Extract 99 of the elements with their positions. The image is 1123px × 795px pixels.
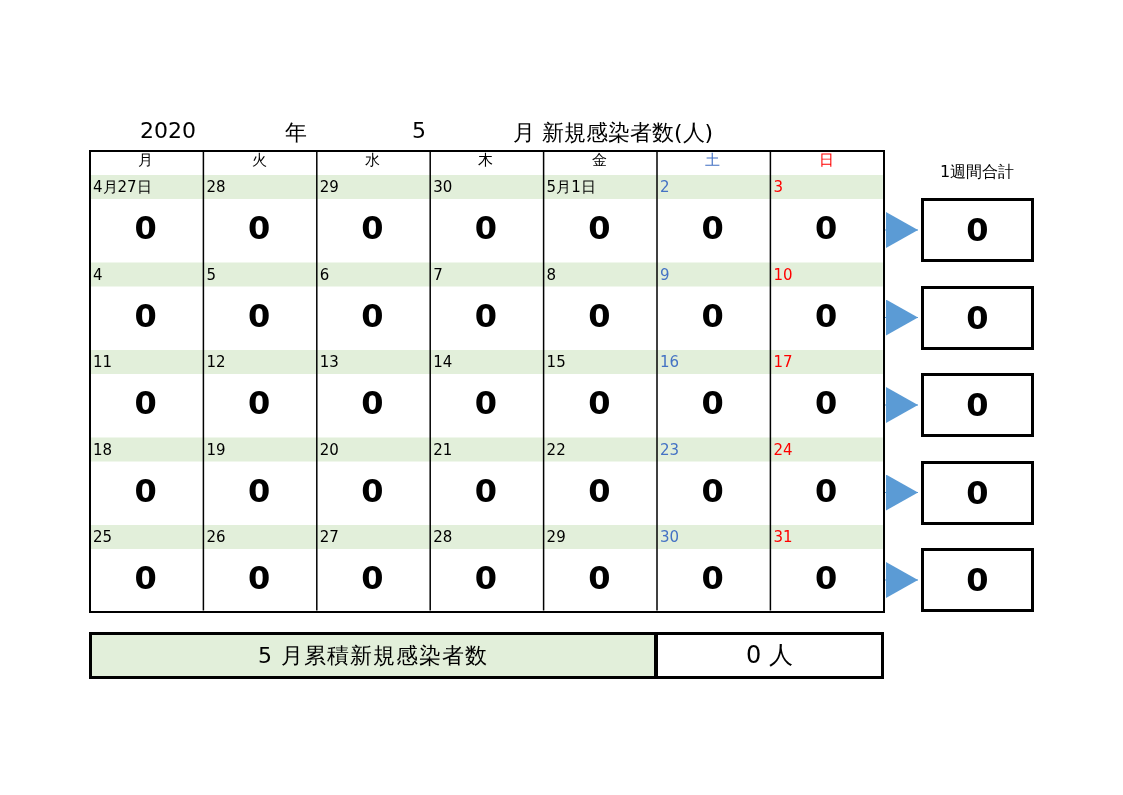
title-text: 年 — [285, 119, 307, 147]
count-value: 0 — [360, 559, 385, 597]
arrow — [883, 474, 919, 511]
count-value: 0 — [473, 471, 498, 510]
count-value: 0 — [587, 209, 612, 247]
count-value: 0 — [246, 296, 272, 335]
weekday-header: 金 — [590, 151, 608, 170]
count-value: 0 — [813, 559, 839, 597]
date-text: 8 — [546, 265, 557, 284]
total-box — [921, 285, 1034, 350]
count-value: 0 — [587, 384, 612, 422]
weekday-header: 木 — [477, 151, 495, 170]
date-text: 16 — [660, 353, 680, 371]
count-value: 0 — [700, 296, 725, 335]
weekday-header: 月 — [137, 151, 155, 170]
count-value: 0 — [587, 296, 612, 335]
date-text: 30 — [660, 528, 680, 546]
arrow — [883, 299, 919, 336]
date-text: 23 — [660, 440, 680, 459]
title-text: 5 — [412, 118, 426, 143]
date-text: 21 — [433, 440, 453, 459]
arrow — [883, 562, 919, 598]
date-text: 31 — [773, 528, 793, 546]
weekday-header: 土 — [704, 151, 722, 170]
date-text: 29 — [546, 528, 566, 546]
date-text: 10 — [773, 265, 793, 284]
total-box — [921, 548, 1034, 612]
arrow — [883, 212, 919, 248]
date-text: 15 — [546, 353, 566, 371]
weekday-header: 日 — [817, 151, 835, 170]
date-text: 28 — [206, 178, 226, 196]
count-value: 0 — [360, 471, 385, 510]
date-text: 22 — [546, 440, 566, 459]
count-value: 0 — [813, 384, 839, 422]
count-value: 0 — [246, 559, 272, 597]
date-text: 27 — [319, 528, 339, 546]
date-text: 9 — [660, 265, 670, 284]
summary-value: 0 人 — [655, 632, 884, 679]
count-value: 0 — [587, 471, 612, 510]
date-text: 4月27日 — [93, 178, 152, 197]
count-value: 0 — [813, 209, 839, 247]
weekday-header: 火 — [250, 151, 268, 170]
date-text: 20 — [319, 440, 339, 459]
date-text: 18 — [93, 440, 113, 459]
date-text: 6 — [319, 265, 330, 284]
total-value: 0 — [966, 473, 989, 512]
date-text: 19 — [206, 440, 226, 459]
title-text: 月 新規感染者数(人) — [513, 119, 714, 147]
count-value: 0 — [246, 209, 272, 247]
date-text: 12 — [206, 353, 226, 371]
count-value: 0 — [246, 384, 272, 422]
count-value: 0 — [133, 471, 158, 510]
date-text: 28 — [433, 528, 453, 546]
date-text: 30 — [433, 178, 453, 196]
count-value: 0 — [700, 209, 725, 247]
count-value: 0 — [360, 296, 385, 335]
date-text: 17 — [773, 353, 793, 371]
date-text: 5 — [206, 265, 216, 284]
count-value: 0 — [360, 209, 385, 247]
count-value: 0 — [587, 559, 612, 597]
count-value: 0 — [133, 296, 158, 335]
total-value: 0 — [966, 211, 989, 249]
date-text: 3 — [773, 178, 783, 196]
date-text: 2 — [660, 178, 670, 196]
date-text: 26 — [206, 528, 226, 546]
date-text: 4 — [93, 265, 103, 284]
weekday-header: 水 — [364, 151, 381, 170]
count-value: 0 — [133, 559, 158, 597]
date-text: 5月1日 — [546, 178, 596, 197]
total-box — [921, 373, 1034, 437]
count-value: 0 — [813, 471, 839, 510]
count-value: 0 — [473, 384, 498, 422]
date-text: 13 — [319, 353, 339, 371]
count-value: 0 — [473, 209, 498, 247]
date-text: 25 — [93, 528, 113, 546]
arrow — [883, 387, 919, 423]
total-value: 0 — [966, 561, 989, 599]
date-text: 11 — [93, 353, 113, 371]
date-text: 29 — [319, 178, 339, 196]
date-text: 7 — [433, 265, 443, 284]
count-value: 0 — [133, 209, 158, 247]
column-header: 1週間合計 — [938, 162, 1016, 183]
date-text: 14 — [433, 353, 453, 371]
count-value: 0 — [700, 471, 725, 510]
count-value: 0 — [360, 384, 385, 422]
total-value: 0 — [966, 386, 989, 424]
total-box — [921, 198, 1034, 262]
title-text: 2020 — [140, 118, 196, 143]
count-value: 0 — [473, 559, 498, 597]
summary-label: 5 月累積新規感染者数 — [89, 632, 657, 679]
count-value: 0 — [473, 296, 498, 335]
count-value: 0 — [246, 471, 272, 510]
date-text: 24 — [773, 440, 793, 459]
count-value: 0 — [813, 296, 839, 335]
total-box — [921, 460, 1034, 525]
total-value: 0 — [966, 298, 989, 337]
count-value: 0 — [133, 384, 158, 422]
count-value: 0 — [700, 384, 725, 422]
count-value: 0 — [700, 559, 725, 597]
